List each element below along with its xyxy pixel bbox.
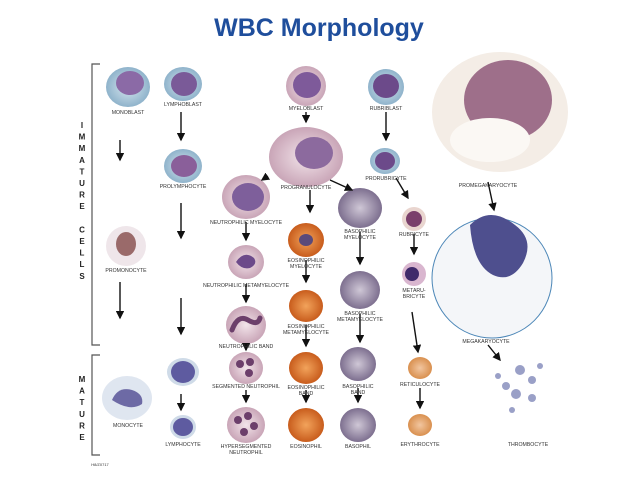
rubricyte-cell: [402, 207, 426, 231]
flow-arrows: [115, 112, 501, 412]
label-eosinophilic-metamyelocyte-2: METAMYELOCYTE: [283, 330, 330, 336]
side-letter: M: [79, 133, 86, 142]
erythrocyte-cell: [408, 414, 432, 436]
prorubricyte-cell: [370, 148, 400, 174]
neutrophilic-band-cell: [226, 306, 266, 344]
eosinophil-cell: [288, 408, 324, 442]
basophilic-band-cell: [340, 347, 376, 381]
megakaryocyte-cell: [431, 215, 553, 339]
metarubricyte-cell: [402, 262, 426, 286]
side-letter: M: [79, 375, 86, 384]
label-figure-code: H8/Z0717: [91, 462, 109, 467]
label-hypersegmented-neutrophil-2: NEUTROPHIL: [229, 450, 263, 456]
label-basophilic-myelocyte-2: MYELOCYTE: [344, 235, 377, 241]
progranulocyte-cell: [269, 127, 343, 187]
basophilic-metamyelocyte-cell: [340, 271, 380, 309]
side-letter: L: [80, 249, 85, 258]
label-eosinophilic-band-2: BAND: [299, 391, 314, 397]
label-basophilic-metamyelocyte-1: BASOPHILIC: [344, 311, 375, 317]
label-lymphocyte: LYMPHOCYTE: [165, 442, 201, 448]
side-letter: A: [79, 387, 85, 396]
label-prolymphocyte: PROLYMPHOCYTE: [160, 184, 207, 190]
label-progranulocyte: PROGRANULOCYTE: [281, 185, 332, 191]
side-letter: U: [79, 410, 85, 419]
reticulocyte-cell: [408, 357, 432, 379]
side-letter: E: [79, 237, 85, 246]
side-letter: A: [79, 156, 85, 165]
label-hypersegmented-neutrophil-1: HYPERSEGMENTED: [221, 444, 272, 450]
promonocyte-cell: [106, 226, 146, 266]
side-letter: E: [79, 202, 85, 211]
label-rubricyte: RUBRICYTE: [399, 232, 430, 238]
page-title: WBC Morphology: [214, 14, 424, 42]
basophilic-myelocyte-cell: [338, 188, 382, 228]
label-eosinophil: EOSINOPHIL: [290, 444, 322, 450]
side-letter: S: [79, 272, 85, 281]
immature-bracket: [91, 63, 100, 346]
label-neutrophilic-band: NEUTROPHILIC BAND: [219, 344, 274, 350]
label-basophilic-band-1: BASOPHILIC: [342, 384, 373, 390]
thrombocytes-cluster: [495, 363, 543, 413]
label-metarubricyte-2: BRICYTE: [403, 294, 426, 300]
segmented-neutrophil-cell: [229, 352, 263, 384]
label-rubriblast: RUBRIBLAST: [370, 106, 403, 112]
label-thrombocyte: THROMBOCYTE: [508, 442, 549, 448]
lymphocyte-2-cell: [170, 415, 196, 439]
label-monoblast: MONOBLAST: [112, 110, 145, 116]
cell-labels: MONOBLAST LYMPHOBLAST MYELOBLAST RUBRIBL…: [91, 102, 548, 467]
side-letter: E: [79, 433, 85, 442]
label-eosinophilic-myelocyte-2: MYELOCYTE: [290, 264, 323, 270]
side-letter: C: [79, 225, 85, 234]
label-reticulocyte: RETICULOCYTE: [400, 382, 441, 388]
label-promonocyte: PROMONOCYTE: [105, 268, 147, 274]
basophil-cell: [340, 408, 376, 442]
label-basophilic-band-2: BAND: [351, 390, 366, 396]
label-eosinophilic-myelocyte-1: EOSINOPHILIC: [288, 258, 325, 264]
side-letter: T: [80, 167, 85, 176]
eosinophilic-myelocyte-cell: [288, 223, 324, 257]
side-letter: I: [81, 121, 83, 130]
side-letter: M: [79, 144, 86, 153]
myeloblast-cell: [286, 66, 326, 106]
side-letter: R: [79, 421, 85, 430]
label-eosinophilic-metamyelocyte-1: EOSINOPHILIC: [288, 324, 325, 330]
eosinophilic-metamyelocyte-cell: [289, 290, 323, 322]
rubriblast-cell: [368, 69, 404, 105]
neutrophilic-myelocyte-cell: [222, 175, 270, 219]
monoblast-cell: [106, 67, 150, 107]
hypersegmented-neutrophil-cell: [227, 407, 265, 443]
prolymphocyte-cell: [164, 149, 202, 183]
label-eosinophilic-band-1: EOSINOPHILIC: [288, 385, 325, 391]
label-megakaryocyte: MEGAKARYOCYTE: [462, 339, 510, 345]
label-myeloblast: MYELOBLAST: [289, 106, 324, 112]
promegakaryocyte-cell: [432, 52, 568, 172]
label-erythrocyte: ERYTHROCYTE: [400, 442, 440, 448]
label-basophilic-metamyelocyte-2: METAMYELOCYTE: [337, 317, 384, 323]
label-metarubricyte-1: METARU-: [402, 288, 426, 294]
label-neutrophilic-metamyelocyte: NEUTROPHILIC METAMYELOCYTE: [203, 283, 290, 289]
label-prorubricyte: PRORUBRICYTE: [365, 176, 407, 182]
label-basophil: BASOPHIL: [345, 444, 371, 450]
label-monocyte: MONOCYTE: [113, 423, 144, 429]
monocyte-cell: [102, 376, 152, 420]
label-basophilic-myelocyte-1: BASOPHILIC: [344, 229, 375, 235]
label-segmented-neutrophil: SEGMENTED NEUTROPHIL: [212, 384, 280, 390]
label-promegakaryocyte: PROMEGAKARYOCYTE: [459, 183, 518, 189]
side-letter: R: [79, 191, 85, 200]
label-neutrophilic-myelocyte: NEUTROPHILIC MYELOCYTE: [210, 220, 283, 226]
neutrophilic-metamyelocyte-cell: [228, 245, 264, 279]
side-letter: U: [79, 179, 85, 188]
lymphoblast-cell: [164, 67, 202, 101]
side-letter: T: [80, 398, 85, 407]
side-letter: L: [80, 260, 85, 269]
eosinophilic-band-cell: [289, 352, 323, 384]
label-lymphoblast: LYMPHOBLAST: [164, 102, 203, 108]
lymphocyte-1-cell: [167, 358, 199, 386]
mature-bracket: [91, 354, 100, 456]
